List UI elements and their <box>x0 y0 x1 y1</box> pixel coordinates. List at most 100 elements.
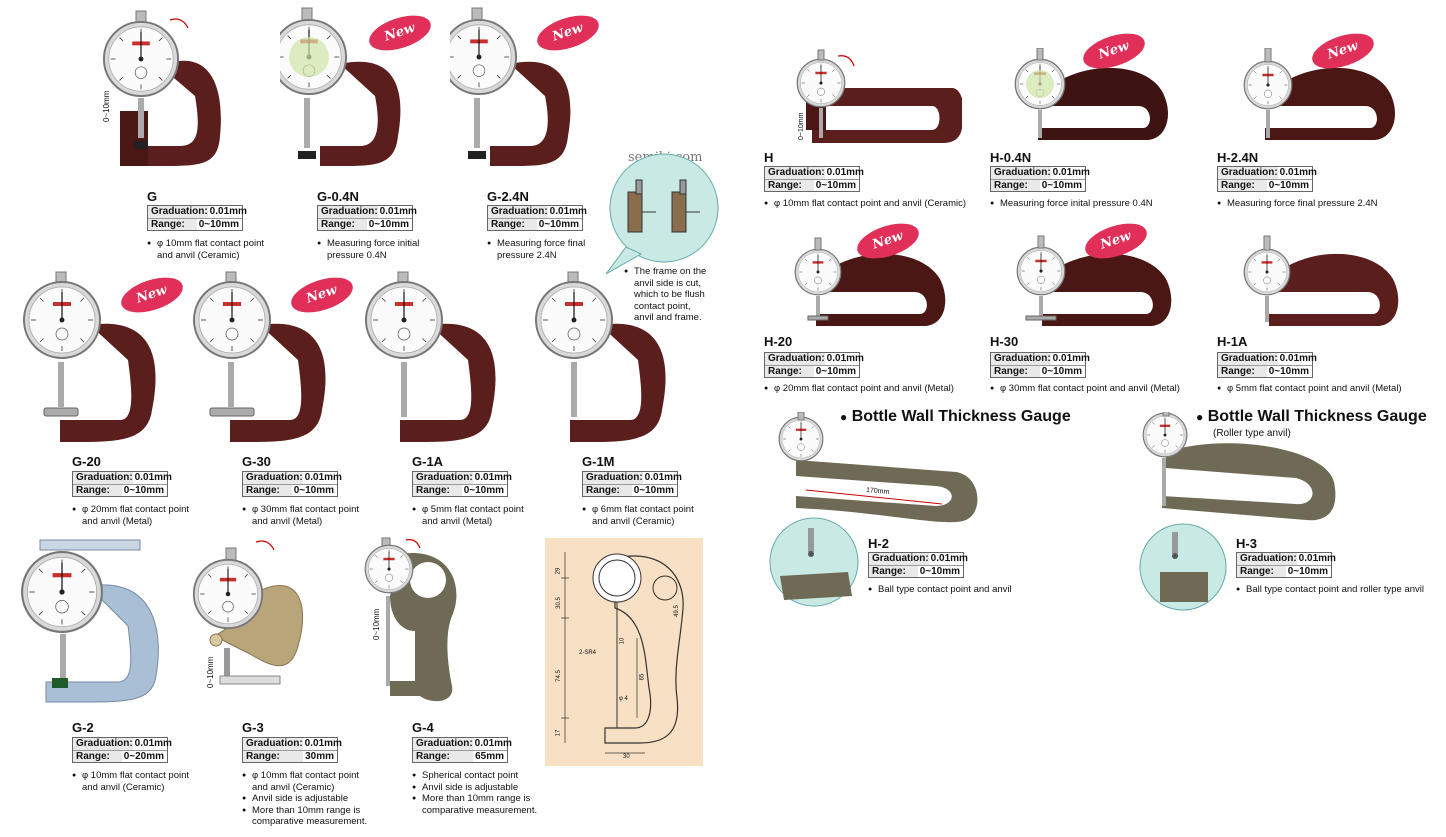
bottle-heading-text: Bottle Wall Thickness Gauge <box>851 408 1071 425</box>
spec-box: Graduation:0.01mm Range:0~10mm <box>72 471 172 497</box>
graduation-value: 0.01mm <box>134 738 172 749</box>
note-line: Measuring force final pressure 2.4N <box>1217 198 1439 210</box>
bullet-icon: ● <box>1196 410 1204 424</box>
product-h-20: New H-20 Graduation:0.01mm Range:0~10mm … <box>762 216 987 404</box>
range-label: Range: <box>148 219 197 230</box>
dim-49.5: 49.5 <box>673 605 680 617</box>
note-line: φ 5mm flat contact point <box>412 504 542 516</box>
range-value: 30mm <box>305 751 334 762</box>
graduation-value: 0.01mm <box>304 472 342 483</box>
graduation-label: Graduation: <box>991 167 1051 179</box>
gauge-illustration-g-3 <box>192 540 304 685</box>
graduation-value: 0.01mm <box>549 206 587 217</box>
note-line: and anvil (Ceramic) <box>157 249 240 261</box>
graduation-label: Graduation: <box>318 206 378 218</box>
note-line: More than 10mm range is <box>412 793 547 805</box>
range-value: 0~10mm <box>123 485 164 496</box>
gauge-illustration-h-0.4n <box>1014 48 1168 140</box>
gauge-illustration-h-3 <box>1142 412 1336 521</box>
graduation-value: 0.01mm <box>474 472 512 483</box>
note-line: Measuring force initial <box>317 238 447 250</box>
product-h: 0~10mm H Graduation:0.01mm Range:0~10mm … <box>762 48 987 218</box>
graduation-value: 0.01mm <box>826 167 864 178</box>
notes: Ball type contact point and anvil <box>868 584 1028 596</box>
note-line: pressure 0.4N <box>327 249 387 261</box>
model-label: G-1A <box>412 454 444 469</box>
notes: φ 10mm flat contact point and anvil (Cer… <box>242 770 372 828</box>
note-line: φ 5mm flat contact point and anvil (Meta… <box>1217 383 1439 395</box>
graduation-value: 0.01mm <box>1279 353 1317 364</box>
range-value: 0~10mm <box>198 219 239 230</box>
notes: Measuring force initial pressure 0.4N <box>317 238 447 261</box>
range-label: Range: <box>765 180 814 191</box>
note-line: φ 20mm flat contact point <box>72 504 202 516</box>
note-line: More than 10mm range is <box>242 805 372 817</box>
gauge-illustration-h-2.4n <box>1243 48 1395 140</box>
note-line: The frame on the <box>624 266 714 278</box>
model-label: H-0.4N <box>990 150 1032 165</box>
gauge-illustration-g-2 <box>21 539 159 703</box>
graduation-label: Graduation: <box>1218 353 1278 365</box>
notes: Measuring force final pressure 2.4N <box>1217 198 1439 210</box>
range-label: Range: <box>413 751 474 762</box>
graduation-value: 0.01mm <box>644 472 682 483</box>
product-g-20: New G-20 Graduation:0.01mm Range:0~10mm … <box>20 270 190 530</box>
dim-30.5: 30.5 <box>555 597 562 609</box>
range-label: Range: <box>243 751 304 762</box>
range-label: Range: <box>243 485 292 496</box>
model-label: H-3 <box>1236 536 1257 551</box>
notes: φ 5mm flat contact point and anvil (Meta… <box>412 504 542 527</box>
model-label: G-2 <box>72 720 94 735</box>
dim-10: 10 <box>619 637 626 645</box>
model-label: G-3 <box>242 720 264 735</box>
bullet-icon: ● <box>840 410 848 424</box>
graduation-value: 0.01mm <box>474 738 512 749</box>
gauge-illustration-g-4 <box>364 537 457 702</box>
note-line: φ 10mm flat contact point <box>72 770 202 782</box>
product-g-1m: G-1M Graduation:0.01mm Range:0~10mm φ 6m… <box>530 270 700 530</box>
product-h-1a: H-1A Graduation:0.01mm Range:0~10mm φ 5m… <box>1215 234 1440 404</box>
notes: φ 10mm flat contact point and anvil (Cer… <box>72 770 202 793</box>
graduation-value: 0.01mm <box>1052 167 1090 178</box>
product-h-3: H-3 Graduation:0.01mm Range:0~10mm Ball … <box>1136 412 1436 622</box>
notes: φ 20mm flat contact point and anvil (Met… <box>764 383 986 395</box>
range-label: Range: <box>991 366 1040 377</box>
note-line: φ 30mm flat contact point and anvil (Met… <box>990 383 1212 395</box>
notes: Measuring force inital pressure 0.4N <box>990 198 1212 210</box>
graduation-label: Graduation: <box>413 738 473 750</box>
note-line: Ball type contact point and anvil <box>868 584 1028 596</box>
bottle-heading: ● Bottle Wall Thickness Gauge <box>840 408 1071 426</box>
graduation-value: 0.01mm <box>826 353 864 364</box>
gauge-illustration-h-2 <box>778 412 978 523</box>
gauge-illustration-g-2.4n <box>450 7 571 166</box>
gauge-illustration-h-20 <box>794 237 946 326</box>
notes: φ 30mm flat contact point and anvil (Met… <box>242 504 372 527</box>
range-label: Range: <box>1237 566 1286 577</box>
dim-17: 17 <box>555 729 562 737</box>
notes: Ball type contact point and roller type … <box>1236 584 1436 596</box>
spec-box: Graduation:0.01mm Range:0~10mm <box>868 552 968 578</box>
note-line: Anvil side is adjustable <box>412 782 547 794</box>
range-label: Range: <box>488 219 537 230</box>
graduation-label: Graduation: <box>869 553 929 565</box>
note-line: and anvil (Ceramic) <box>252 781 335 793</box>
spec-box: Graduation:0.01mm Range:0~10mm <box>147 205 247 231</box>
note-line: comparative measurement. <box>252 816 368 827</box>
graduation-label: Graduation: <box>1237 553 1297 565</box>
range-value: 0~10mm <box>815 366 856 377</box>
product-h-30: New H-30 Graduation:0.01mm Range:0~10mm … <box>988 216 1213 404</box>
range-value: 0~10mm <box>463 485 504 496</box>
range-value: 0~10mm <box>633 485 674 496</box>
model-label: H-2.4N <box>1217 150 1259 165</box>
gauge-illustration-g-20 <box>23 271 156 442</box>
range-value: 0~10mm <box>1041 366 1082 377</box>
dim-2-sr4: 2-SR4 <box>579 650 597 656</box>
spec-box: Graduation:0.01mm Range:0~10mm <box>1236 552 1336 578</box>
contact-detail-bubble-h2 <box>769 517 859 607</box>
spec-box: Graduation:0.01mm Range:0~20mm <box>72 737 172 763</box>
product-g: 0~10mm G Graduation:0.01mm Range:0~10mm … <box>100 6 264 266</box>
note-line: and anvil (Metal) <box>252 515 323 527</box>
graduation-value: 0.01mm <box>1298 553 1336 564</box>
spec-box: Graduation:0.01mm Range:0~10mm <box>242 471 342 497</box>
range-label: Range: <box>1218 366 1267 377</box>
